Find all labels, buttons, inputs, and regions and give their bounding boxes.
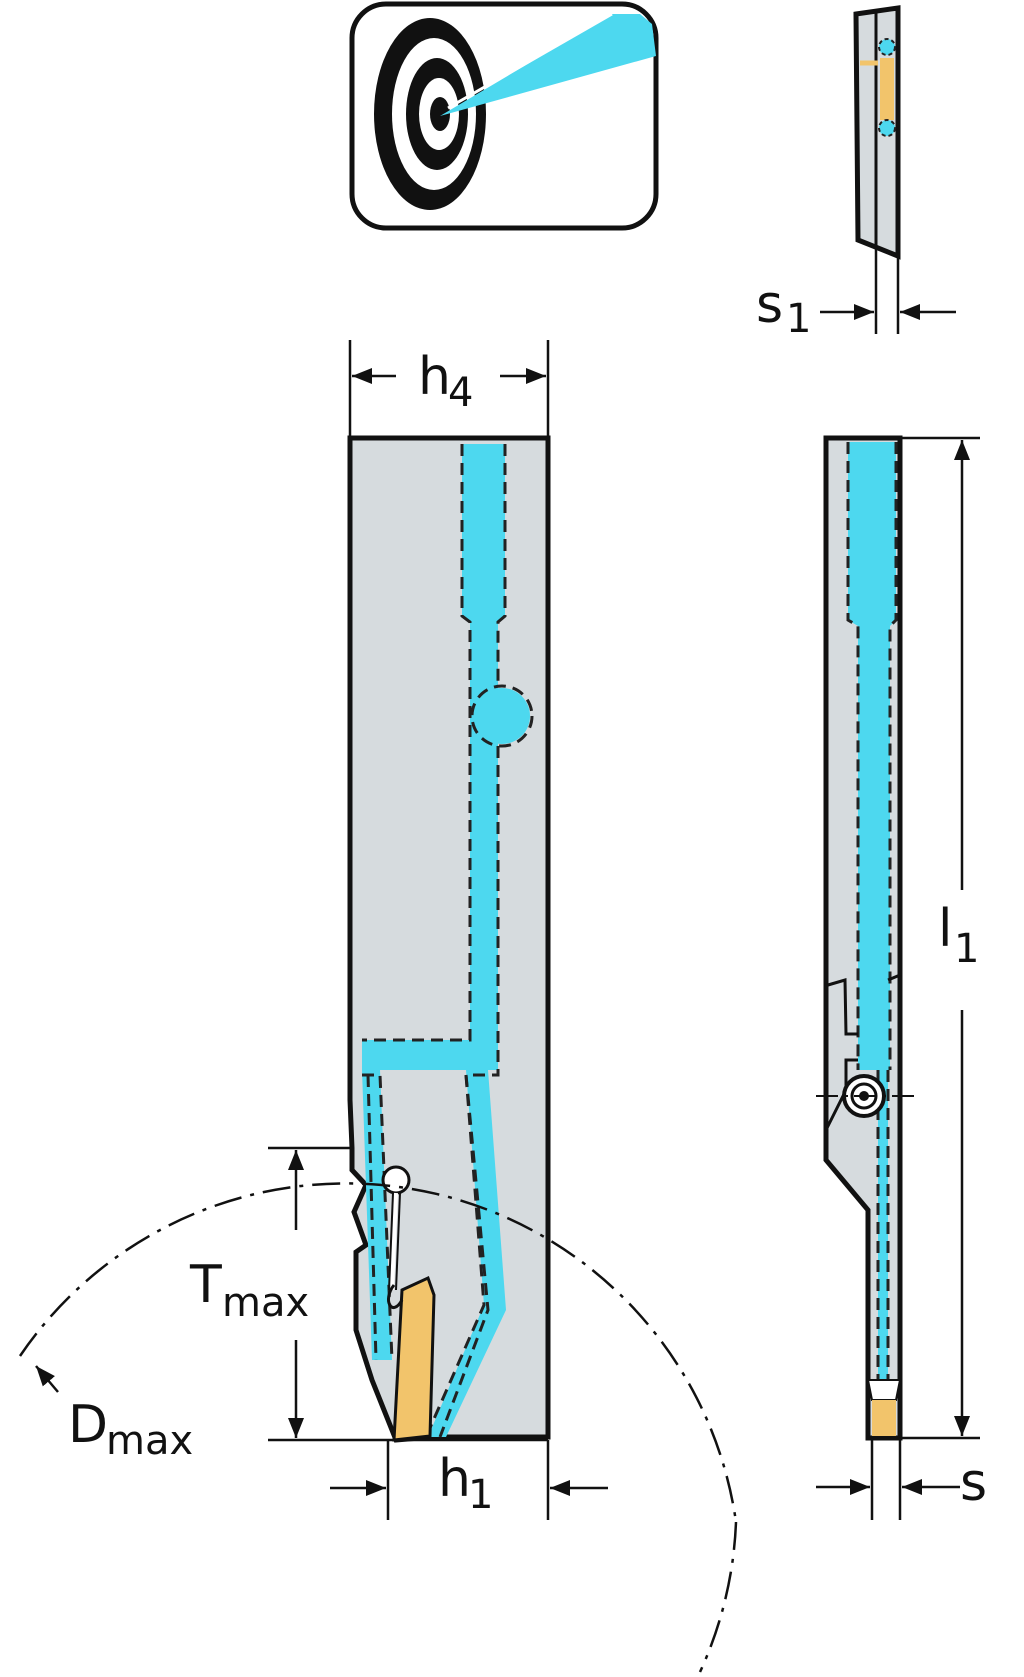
- dimension-s: [816, 1440, 960, 1520]
- label-s: s: [960, 1453, 987, 1513]
- label-l1: l 1: [938, 899, 979, 972]
- side-view-long: [816, 435, 914, 1441]
- svg-text:max: max: [106, 1418, 193, 1464]
- dimension-h4: [348, 340, 550, 436]
- svg-text:1: 1: [786, 296, 811, 342]
- coolant-target-badge-icon: [349, 1, 659, 231]
- svg-text:1: 1: [468, 1472, 493, 1518]
- svg-text:l: l: [938, 899, 952, 959]
- svg-text:s: s: [756, 275, 783, 335]
- svg-text:max: max: [222, 1280, 309, 1326]
- label-tmax: T max: [189, 1255, 309, 1326]
- dimension-l1: [902, 436, 980, 1440]
- svg-text:h: h: [418, 347, 451, 407]
- dimension-tmax: [268, 1146, 352, 1438]
- side-view-top: [820, 5, 956, 334]
- svg-text:T: T: [189, 1255, 222, 1315]
- svg-text:4: 4: [448, 370, 473, 416]
- label-h1: h 1: [438, 1449, 493, 1518]
- svg-text:h: h: [438, 1449, 471, 1509]
- label-s1: s 1: [756, 275, 811, 342]
- dimension-h1: [268, 1438, 608, 1520]
- dmax-arc: [18, 1182, 738, 1673]
- label-dmax: D max: [68, 1395, 193, 1464]
- front-view-body: [347, 435, 551, 1443]
- svg-text:D: D: [68, 1395, 108, 1455]
- svg-text:1: 1: [954, 926, 979, 972]
- label-h4: h 4: [418, 347, 473, 416]
- svg-text:s: s: [960, 1453, 987, 1513]
